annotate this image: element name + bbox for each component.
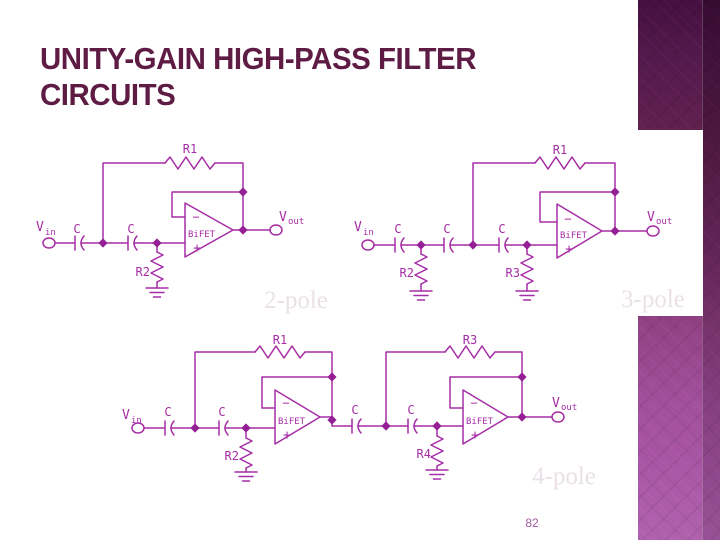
circuit-4pole: V in C C C C R1 R3 R2 R4 − BiFET + − BiF… <box>122 333 577 482</box>
page-title: UNITY-GAIN HIGH-PASS FILTER CIRCUITS <box>40 41 476 113</box>
resistor-r3-icon <box>520 253 534 285</box>
label-vout: V <box>647 210 655 225</box>
label-plus: + <box>283 428 291 443</box>
label-vin-sub: in <box>45 228 56 238</box>
opamp-triangle <box>462 389 509 445</box>
label-r2: R2 <box>225 449 239 463</box>
label-r1: R1 <box>183 142 197 156</box>
ground-icon <box>145 287 169 298</box>
label-c: C <box>73 222 80 236</box>
label-r4: R4 <box>417 447 431 461</box>
opamp-triangle <box>556 203 603 259</box>
circuit-3pole: V in C C C R1 R2 R3 − BiFET + V out <box>354 143 672 301</box>
resistor-r2-icon <box>414 253 428 285</box>
label-vin-sub: in <box>131 416 142 426</box>
junction-dot <box>522 240 532 250</box>
label-c: C <box>127 222 134 236</box>
wire-set <box>54 162 271 289</box>
junction-dot <box>238 187 248 197</box>
ground-icon <box>515 290 539 301</box>
resistor-r1-icon <box>164 156 216 170</box>
ground-icon <box>425 469 449 480</box>
label-vout-sub: out <box>656 217 672 227</box>
junction-dot <box>610 226 620 236</box>
junction-dot <box>416 240 426 250</box>
label-r2: R2 <box>400 266 414 280</box>
label-r3: R3 <box>463 333 477 347</box>
label-bifet: BiFET <box>560 231 588 241</box>
label-r2: R2 <box>136 265 150 279</box>
resistor-r1-icon <box>254 345 306 359</box>
input-terminal <box>42 237 56 249</box>
resistor-r3-icon <box>444 345 496 359</box>
title-line-1: UNITY-GAIN HIGH-PASS FILTER <box>40 41 477 76</box>
junction-dot <box>327 372 337 382</box>
junction-dot <box>517 412 527 422</box>
label-vin: V <box>354 220 362 235</box>
junction-dot <box>98 238 108 248</box>
resistor-r4-icon <box>430 435 444 467</box>
input-terminal <box>131 422 145 434</box>
ground-icon <box>409 290 433 301</box>
label-vout-sub: out <box>561 403 577 413</box>
junction-dot <box>241 423 251 433</box>
resistor-r2-icon <box>239 437 253 469</box>
label-minus: − <box>470 396 477 410</box>
resistor-r2-icon <box>150 251 164 283</box>
junction-dot <box>238 225 248 235</box>
input-terminal <box>361 239 375 251</box>
label-plus: + <box>193 241 201 256</box>
output-terminal <box>646 225 660 237</box>
label-vout: V <box>279 210 287 225</box>
junction-dot <box>152 238 162 248</box>
junction-dot <box>381 421 391 431</box>
ground-icon <box>234 471 258 482</box>
label-plus: + <box>565 242 573 257</box>
label-vin: V <box>36 220 44 235</box>
resistor-r1-icon <box>534 156 586 170</box>
label-plus: + <box>471 428 479 443</box>
label-vin-sub: in <box>363 228 374 238</box>
caption-4-pole: 4-pole <box>532 463 596 490</box>
junction-dot <box>517 372 527 382</box>
caption-3-pole: 3-pole <box>621 286 685 313</box>
label-vin: V <box>122 408 130 423</box>
page-number: 82 <box>525 516 539 530</box>
label-bifet: BiFET <box>188 230 216 240</box>
title-line-2: CIRCUITS <box>40 77 176 112</box>
opamp-triangle <box>184 202 234 258</box>
junction-dot <box>610 187 620 197</box>
output-terminal <box>551 411 565 423</box>
wire-set <box>143 351 553 473</box>
caption-2-pole: 2-pole <box>264 287 328 314</box>
label-c: C <box>394 222 401 236</box>
label-minus: − <box>282 396 289 410</box>
label-vout-sub: out <box>288 217 304 227</box>
label-vout: V <box>552 396 560 411</box>
label-bifet: BiFET <box>466 417 494 427</box>
junction-dot <box>468 240 478 250</box>
label-minus: − <box>192 210 199 224</box>
label-r3: R3 <box>506 266 520 280</box>
label-minus: − <box>564 212 571 226</box>
label-bifet: BiFET <box>278 417 306 427</box>
opamp-triangle <box>274 389 321 445</box>
label-r1: R1 <box>553 143 567 157</box>
content-background <box>0 130 703 316</box>
label-c: C <box>498 222 505 236</box>
circuit-2pole: V in C C R1 R2 − BiFET + V out <box>36 142 304 298</box>
output-terminal <box>269 224 283 236</box>
label-c: C <box>407 403 414 417</box>
label-c: C <box>164 405 171 419</box>
junction-dot <box>190 423 200 433</box>
label-c: C <box>218 405 225 419</box>
junction-dot <box>432 421 442 431</box>
label-r1: R1 <box>273 333 287 347</box>
label-c: C <box>351 403 358 417</box>
label-c: C <box>443 222 450 236</box>
